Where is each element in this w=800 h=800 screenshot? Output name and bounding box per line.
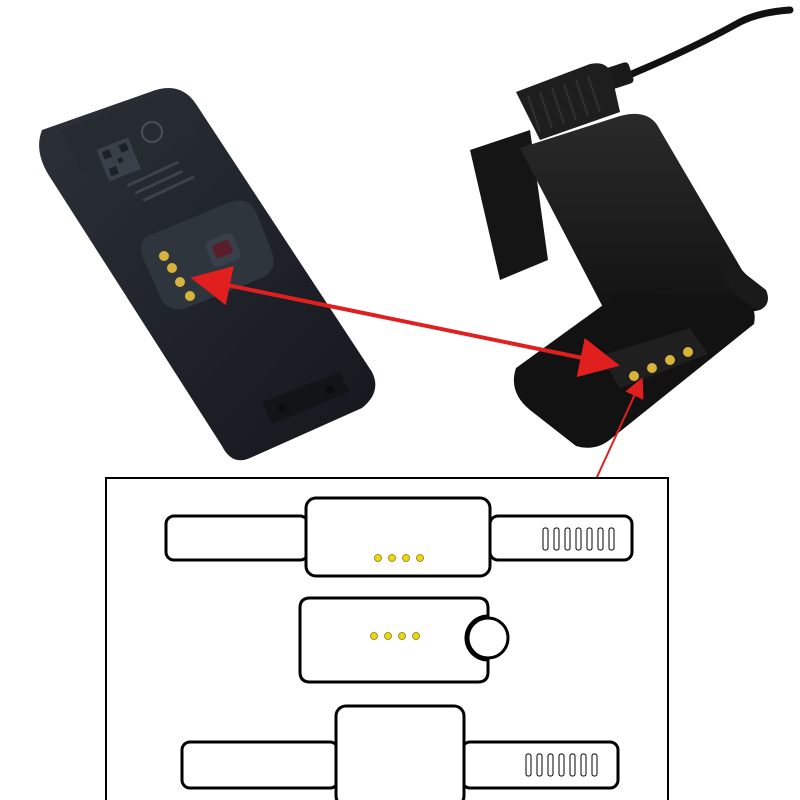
strap-slots <box>525 753 598 777</box>
certification-mark-icon <box>141 121 163 143</box>
engraved-text-lines <box>126 160 195 202</box>
clip-back-jaw <box>470 130 548 280</box>
clip-charger-photo <box>470 6 794 448</box>
band-layout-diagram <box>105 477 669 800</box>
clip-top-lever <box>516 63 620 141</box>
pod-with-button <box>298 596 490 684</box>
heart-rate-sensor-icon <box>205 233 241 267</box>
pin-dots <box>370 632 420 640</box>
tracker-back-photo <box>39 88 376 461</box>
diagram-row-top-band <box>164 496 634 578</box>
clip-contact-pad <box>600 328 708 388</box>
pod <box>304 496 492 578</box>
diagram-row-pod <box>298 596 510 684</box>
tracker-top-rim <box>60 96 198 172</box>
right-strap <box>488 514 634 562</box>
pod <box>334 704 466 800</box>
lug-screw-left <box>278 404 286 412</box>
strap-slots <box>542 527 615 551</box>
lever-grip-ridges <box>527 75 601 133</box>
clip-hook <box>724 262 768 310</box>
lug-screw-right <box>326 386 334 394</box>
charging-cable <box>618 6 794 82</box>
tracker-to-clip-arrow <box>190 266 620 378</box>
left-strap <box>164 514 310 562</box>
diagram-row-bottom-band <box>180 704 620 800</box>
right-strap <box>460 740 620 790</box>
clip-pogo-pins <box>629 347 693 381</box>
clip-main-body <box>520 113 763 340</box>
button-circle <box>466 616 510 660</box>
qr-code-icon <box>96 137 141 182</box>
pin-dots <box>374 554 424 562</box>
left-strap <box>180 740 340 790</box>
